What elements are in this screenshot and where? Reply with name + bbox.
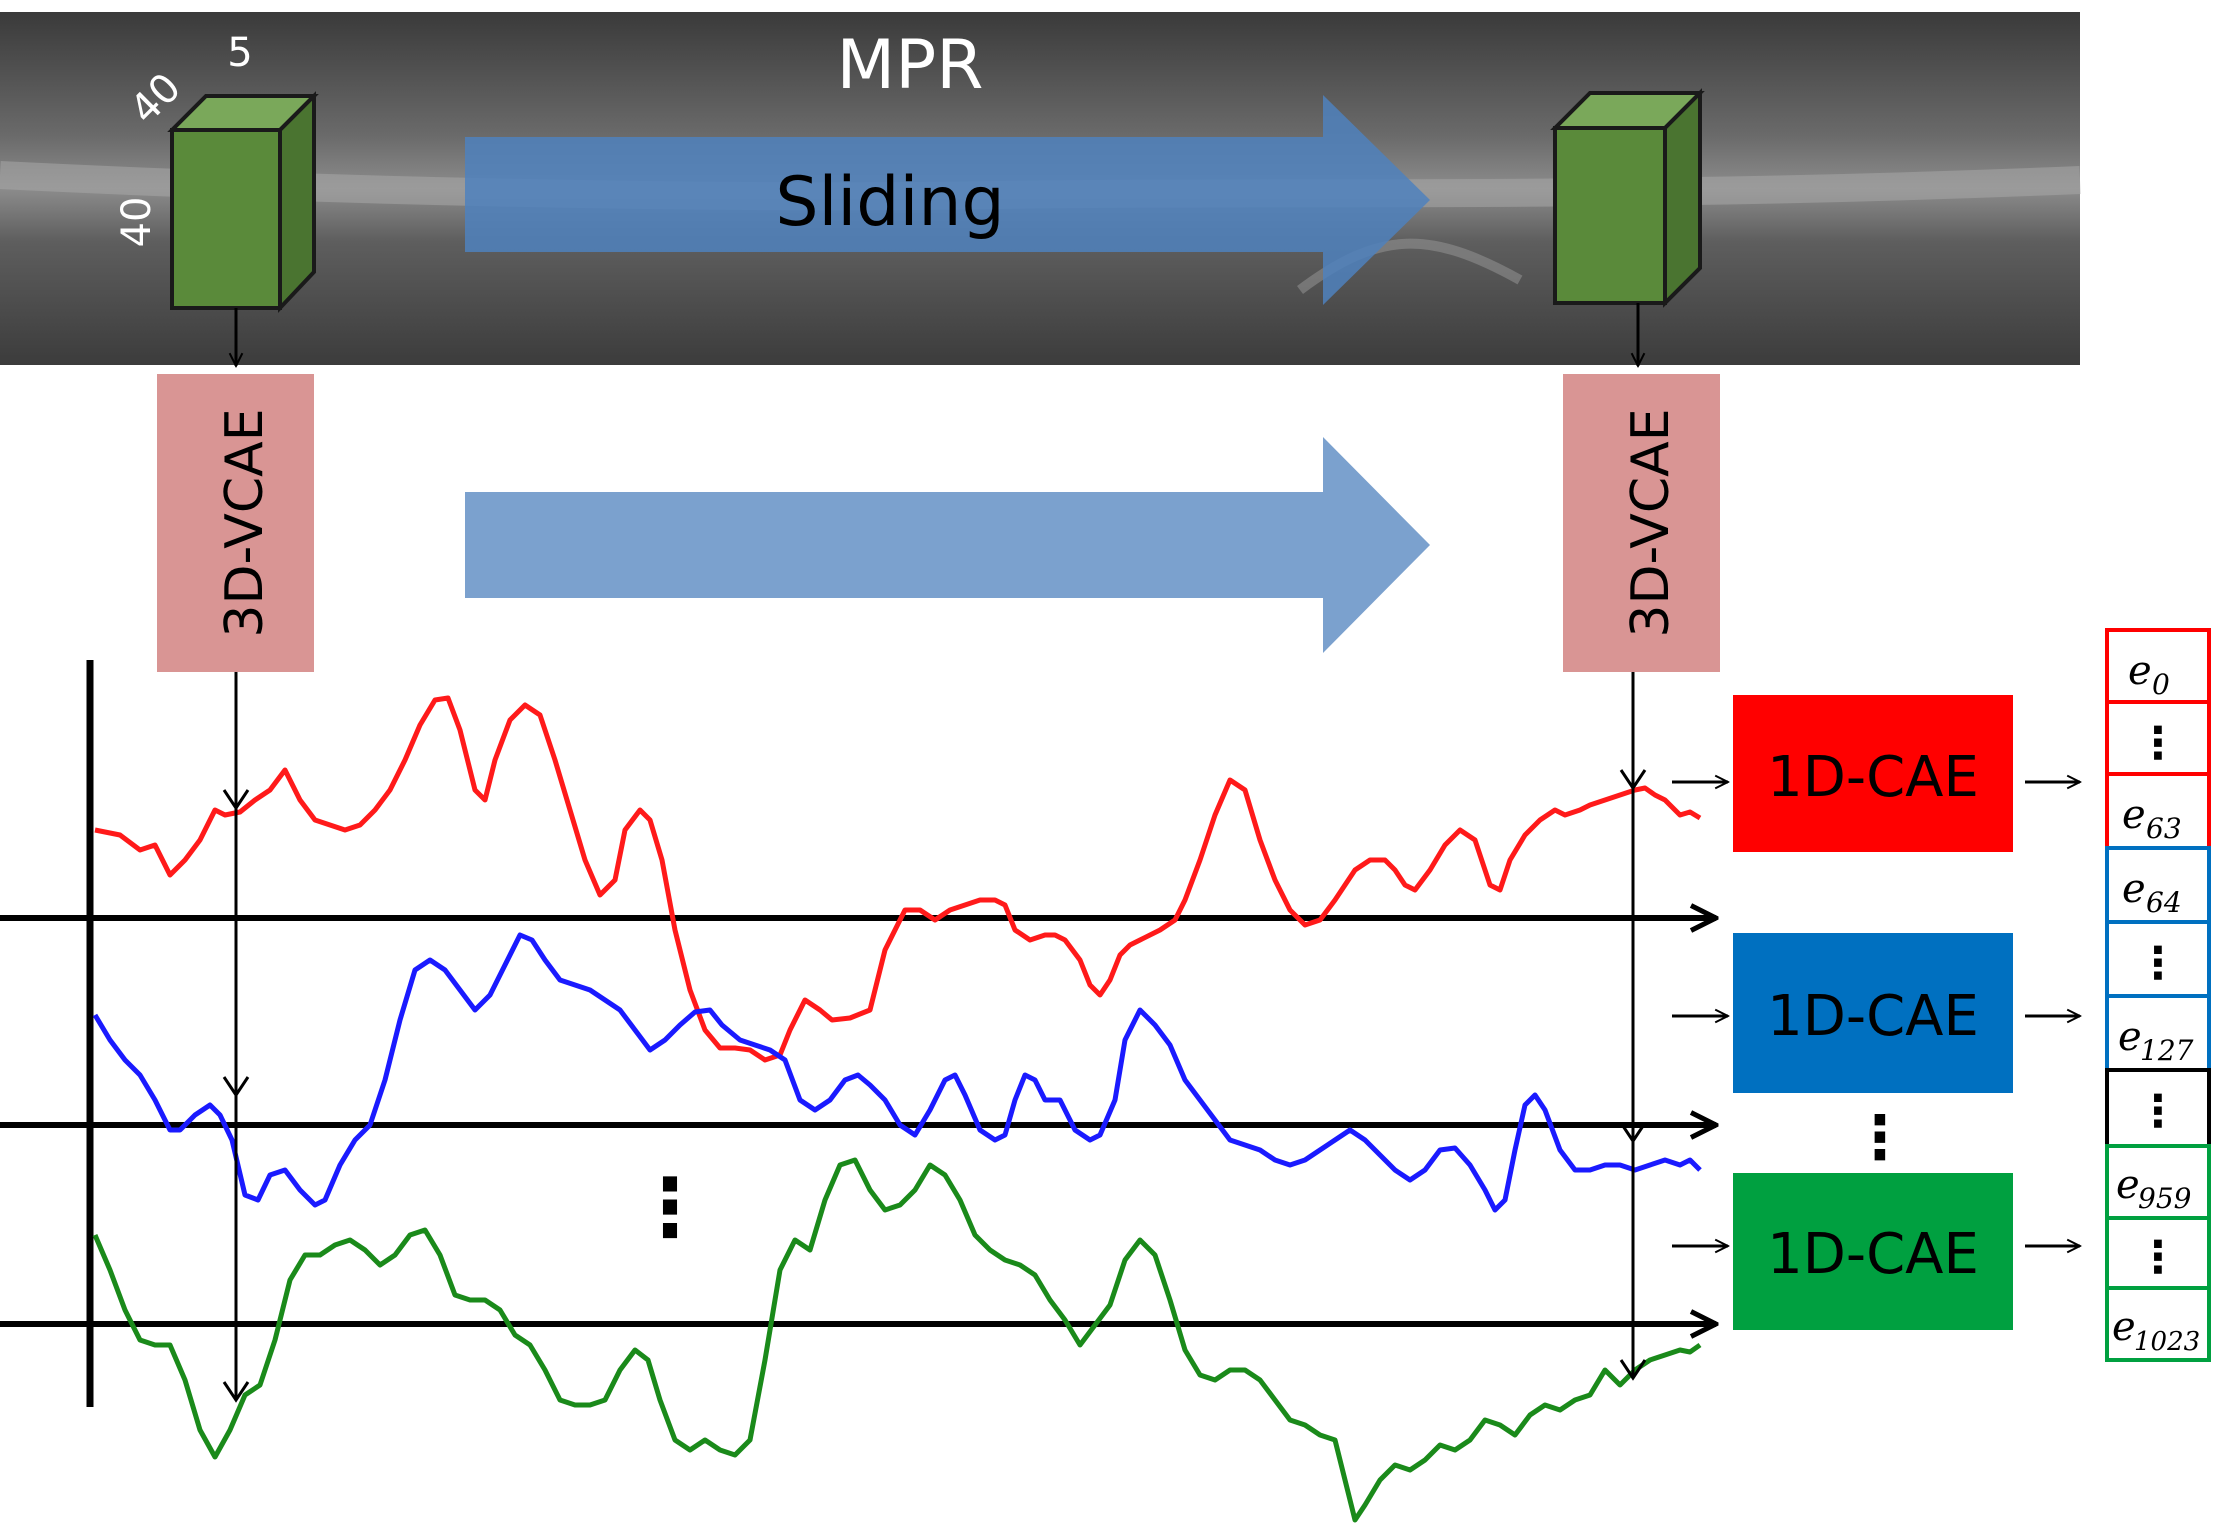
sample-arrowhead-right-green (1619, 1359, 1647, 1381)
encoder-1d-red: 1D-CAE (1733, 695, 2013, 852)
feature-blue-ellipsis: ⋮ (2136, 938, 2180, 989)
mpr-image: MPR (0, 12, 2081, 365)
sliding-arrow: Sliding (465, 95, 1430, 305)
feature-e64-sub: 64 (2146, 886, 2182, 919)
feature-e63-base: e (2122, 792, 2146, 838)
cube-height-label: 40 (114, 197, 160, 248)
encoder-1d-blue: 1D-CAE (1733, 933, 2013, 1093)
feature-e1023-base: e (2112, 1304, 2136, 1350)
feature-vector: e 0 ⋮ e 63 e 64 ⋮ e 127 ⋮ e 959 ⋮ e 1023 (2105, 628, 2211, 1362)
encoder-3d-left-label: 3D-VCAE (215, 408, 275, 637)
sample-arrowhead-left-blue (222, 1076, 250, 1098)
feature-e63-sub: 63 (2146, 812, 2182, 845)
feature-red-ellipsis: ⋮ (2136, 718, 2180, 769)
feature-green-ellipsis: ⋮ (2136, 1232, 2180, 1283)
encoder-3d-left: 3D-VCAE (157, 374, 314, 672)
sample-arrowhead-left-green (222, 1381, 250, 1403)
encoder-3d-right: 3D-VCAE (1563, 374, 1720, 672)
sliding-arrow-middle (465, 437, 1430, 653)
input-volume-cube-right (1550, 88, 1705, 308)
encoder-1d-green-label: 1D-CAE (1767, 1222, 1979, 1287)
feature-e0-base: e (2128, 648, 2152, 694)
feature-curve-green (92, 1157, 1702, 1523)
feature-curve-red (94, 695, 1702, 1063)
mpr-label: MPR (837, 26, 984, 105)
sliding-label: Sliding (775, 163, 1004, 242)
encoder-1d-red-label: 1D-CAE (1767, 745, 1979, 810)
feature-e959-base: e (2116, 1162, 2140, 1208)
feature-e127-sub: 127 (2140, 1034, 2194, 1067)
input-volume-cube-left: 5 40 40 (114, 30, 319, 314)
sample-arrowhead-right-red (1619, 769, 1647, 791)
feature-e127-base: e (2118, 1014, 2142, 1060)
encoder-1d-blue-label: 1D-CAE (1767, 984, 1979, 1049)
sample-arrowhead-left-red (222, 789, 250, 811)
feature-middle-ellipsis: ⋮ (2136, 1086, 2180, 1137)
feature-curve-blue (92, 932, 1702, 1213)
encoders-ellipsis: ⋮ (1850, 1103, 1910, 1173)
feature-e0-sub: 0 (2152, 668, 2170, 701)
curves-ellipsis: ⋮ (630, 1161, 710, 1254)
feature-cell-e1023 (2105, 1286, 2211, 1362)
feature-e64-base: e (2122, 866, 2146, 912)
feature-e1023-sub: 1023 (2134, 1327, 2200, 1357)
encoder-1d-green: 1D-CAE (1733, 1173, 2013, 1330)
sample-arrowhead-right-blue (1619, 1122, 1647, 1144)
encoder-3d-right-label: 3D-VCAE (1621, 408, 1681, 637)
cube-depth-label: 5 (227, 30, 252, 76)
feature-e959-sub: 959 (2138, 1182, 2191, 1215)
